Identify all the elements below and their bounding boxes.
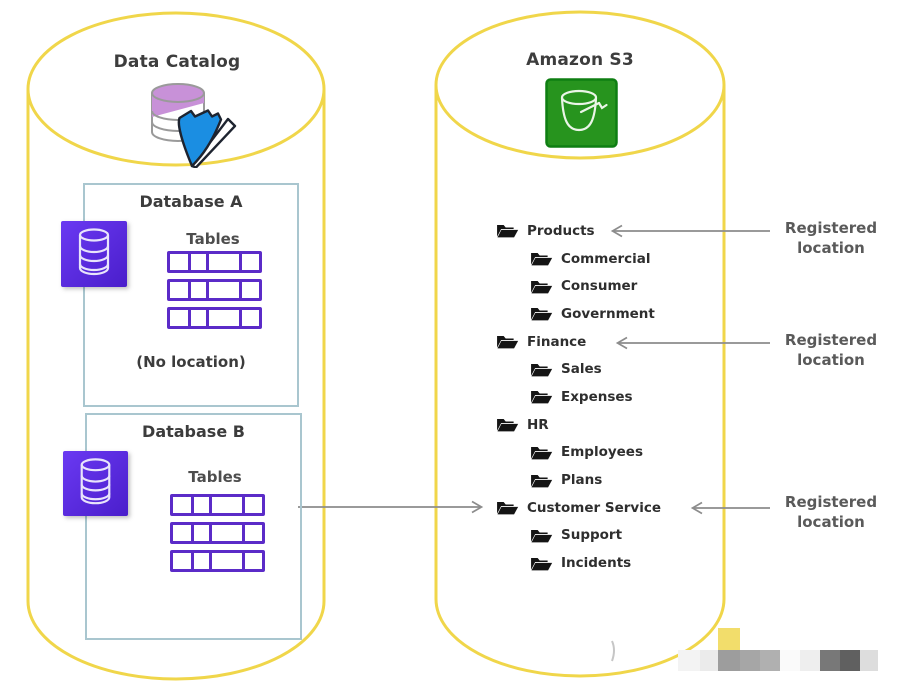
db-b-to-customer-service-arrow bbox=[298, 500, 484, 514]
table-row bbox=[170, 494, 265, 516]
folder-icon bbox=[530, 527, 553, 544]
folder-item-expenses: Expenses bbox=[496, 383, 716, 411]
folder-label: Finance bbox=[527, 333, 587, 350]
database-a-tables-label: Tables bbox=[186, 230, 240, 248]
folder-item-plans: Plans bbox=[496, 466, 716, 494]
registered-arrow-products bbox=[610, 224, 770, 238]
table-row bbox=[167, 307, 262, 329]
watermark-mosaic bbox=[678, 628, 878, 671]
folder-icon bbox=[496, 416, 519, 433]
folder-icon bbox=[530, 444, 553, 461]
folder-icon bbox=[530, 555, 553, 572]
stray-mark bbox=[611, 640, 615, 662]
database-a-box: Database A Tables (No location) bbox=[83, 183, 299, 407]
folder-label: HR bbox=[527, 416, 549, 433]
folder-label: Consumer bbox=[561, 278, 638, 295]
registered-arrow-finance bbox=[615, 336, 770, 350]
folder-item-sales: Sales bbox=[496, 355, 716, 383]
table-row bbox=[170, 522, 265, 544]
registered-location-label-customer-service: Registered location bbox=[784, 493, 878, 531]
database-b-tables-label: Tables bbox=[188, 468, 242, 486]
folder-label: Sales bbox=[561, 361, 602, 378]
folder-item-government: Government bbox=[496, 300, 716, 328]
folder-icon bbox=[496, 222, 519, 239]
folder-item-finance: Finance bbox=[496, 328, 716, 356]
table-row bbox=[170, 550, 265, 572]
folder-icon bbox=[496, 333, 519, 350]
folder-icon bbox=[530, 305, 553, 322]
folder-item-customer-service: Customer Service bbox=[496, 494, 716, 522]
folder-label: Incidents bbox=[561, 555, 632, 572]
folder-label: Employees bbox=[561, 444, 644, 461]
data-catalog-title: Data Catalog bbox=[113, 52, 241, 72]
registered-location-label-products: Registered location bbox=[784, 219, 878, 257]
folder-icon bbox=[496, 499, 519, 516]
folder-icon bbox=[530, 361, 553, 378]
table-row bbox=[167, 251, 262, 273]
data-catalog-icon bbox=[151, 83, 237, 168]
folder-label: Support bbox=[561, 527, 623, 544]
folder-label: Commercial bbox=[561, 250, 651, 267]
folder-item-consumer: Consumer bbox=[496, 272, 716, 300]
database-b-box: Database B Tables bbox=[85, 413, 302, 640]
folder-label: Expenses bbox=[561, 388, 633, 405]
registered-location-label-finance: Registered location bbox=[784, 331, 878, 369]
folder-icon bbox=[530, 278, 553, 295]
database-a-location-note: (No location) bbox=[136, 353, 246, 371]
folder-icon bbox=[530, 250, 553, 267]
folder-icon bbox=[530, 388, 553, 405]
amazon-s3-title: Amazon S3 bbox=[526, 50, 634, 70]
s3-folder-tree: Products Commercial Consumer Government … bbox=[496, 217, 716, 577]
folder-item-employees: Employees bbox=[496, 439, 716, 467]
data-catalog-cylinder-shape bbox=[26, 11, 326, 681]
folder-label: Government bbox=[561, 305, 655, 322]
folder-item-hr: HR bbox=[496, 411, 716, 439]
registered-arrow-customer-service bbox=[690, 501, 770, 515]
folder-icon bbox=[530, 472, 553, 489]
folder-label: Products bbox=[527, 222, 595, 239]
folder-item-support: Support bbox=[496, 522, 716, 550]
folder-item-products: Products bbox=[496, 217, 716, 245]
database-b-title: Database B bbox=[142, 422, 245, 441]
s3-bucket-icon bbox=[545, 78, 618, 148]
database-a-icon bbox=[61, 221, 127, 287]
database-b-icon bbox=[63, 451, 128, 516]
folder-item-incidents: Incidents bbox=[496, 549, 716, 577]
table-row bbox=[167, 279, 262, 301]
folder-label: Customer Service bbox=[527, 499, 661, 516]
database-a-title: Database A bbox=[139, 192, 243, 211]
s3-cylinder-shape bbox=[434, 10, 726, 678]
folder-label: Plans bbox=[561, 472, 603, 489]
folder-item-commercial: Commercial bbox=[496, 245, 716, 273]
